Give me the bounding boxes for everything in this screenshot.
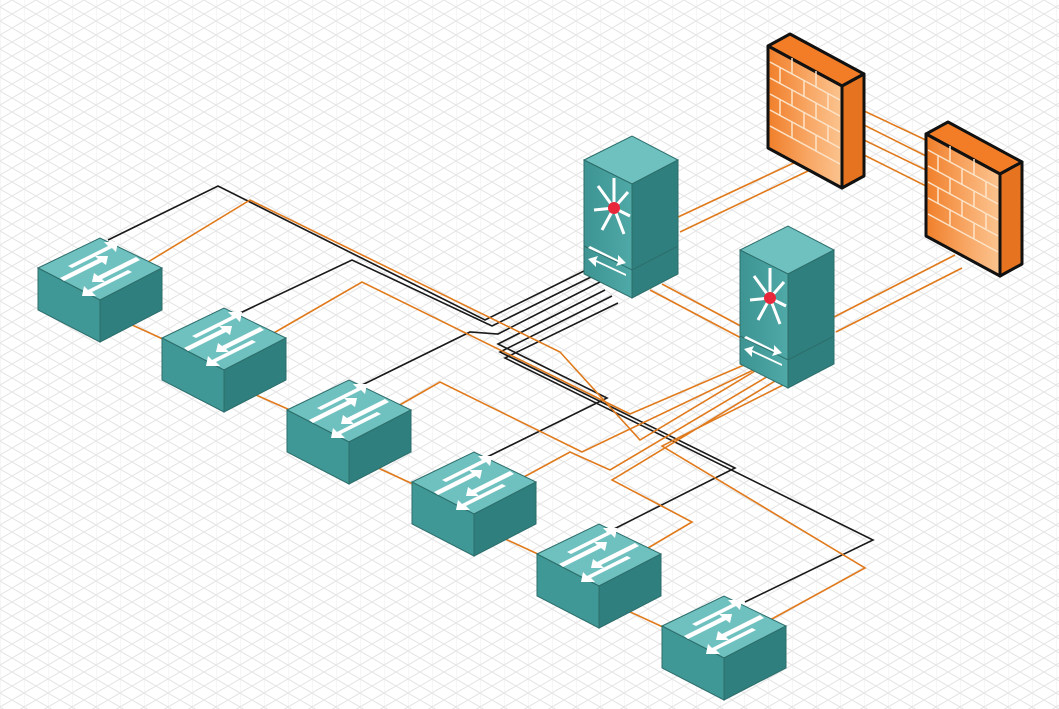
cable-fw1-fw2-c [863,139,931,173]
firewall-1[interactable] [766,32,866,190]
cable-core1-core2-a [649,289,746,341]
cable-sw3-core2 [397,361,771,453]
cable-sw6-core1 [503,302,875,603]
starburst-router-icon [593,178,631,235]
core-switch-1[interactable] [582,135,680,299]
access-switch-2[interactable] [160,307,288,413]
brick-wall-icon [927,146,999,253]
cable-sw4-core2 [521,371,776,479]
brick-wall-icon [769,58,841,165]
cable-core2-fw2-b [835,267,963,333]
cable-sw4-core1 [484,289,609,459]
arrows-exchange-icon [184,312,264,366]
cable-fw1-fw2-b [863,124,931,159]
cable-sw5-core1 [498,295,737,531]
status-dot [608,202,620,214]
arrows-exchange-icon [744,336,782,366]
arrows-exchange-icon [588,246,626,276]
arrows-exchange-icon [559,528,639,582]
cable-sw3-core1 [359,281,601,387]
arrows-exchange-icon [309,384,389,438]
core-switch-2[interactable] [738,225,836,389]
arrows-exchange-icon [60,242,140,296]
arrows-exchange-icon [434,456,514,510]
cable-sw1-core1 [107,185,591,321]
cable-fw1-fw2-a [861,109,931,143]
status-dot [764,292,776,304]
access-switches [36,237,788,701]
access-switch-5[interactable] [535,523,663,629]
cable-core1-fw1 [675,159,801,219]
cable-core1-core2-b [661,283,753,333]
arrows-exchange-icon [684,600,764,654]
cable-sw1-core2 [147,199,761,442]
access-switch-3[interactable] [285,379,413,485]
cable-core1-fw1-b [679,169,811,233]
access-switch-4[interactable] [410,451,538,557]
cable-sw2-core2 [271,281,766,415]
cable-sw2-core1 [237,259,596,327]
cable-core2-fw2 [831,254,956,319]
starburst-router-icon [749,268,787,325]
firewall-2[interactable] [924,120,1024,278]
cable-fw1-fw2-d [863,154,931,189]
access-switch-6[interactable] [660,595,788,701]
cable-sw6-core2 [660,383,867,621]
access-switch-1[interactable] [36,237,164,343]
